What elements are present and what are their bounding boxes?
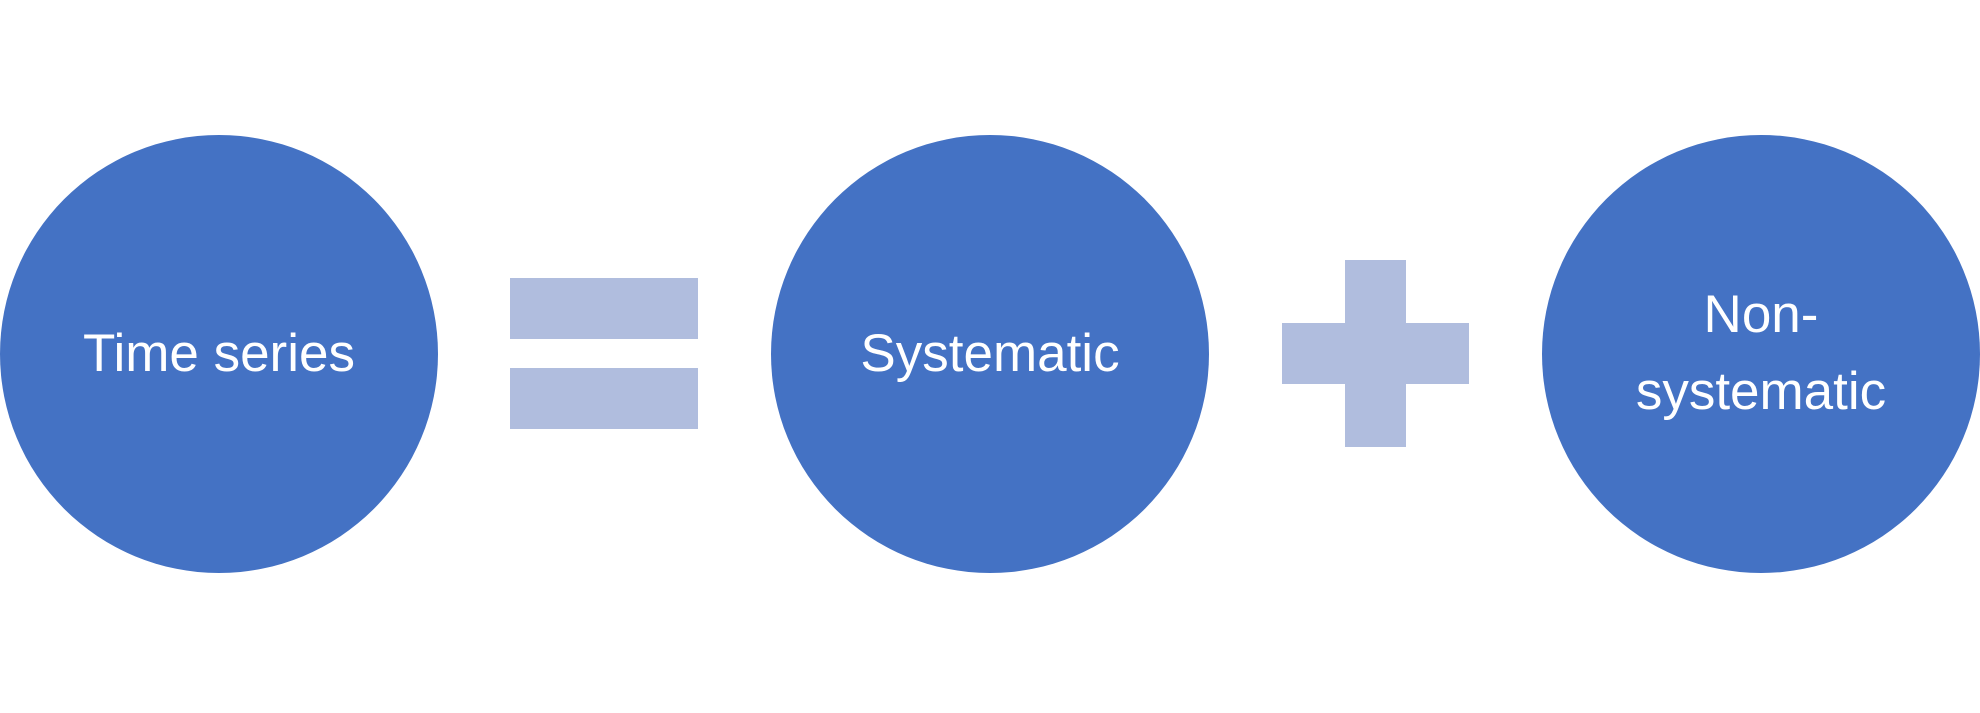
non-systematic-label-line-2: systematic [1635, 362, 1887, 421]
time-series-circle: Time series [0, 135, 438, 573]
systematic-circle: Systematic [771, 135, 1209, 573]
plus-bar-horizontal [1282, 323, 1469, 384]
equals-bar-bottom [510, 368, 698, 429]
non-systematic-label: Non- systematic [1636, 277, 1886, 431]
non-systematic-circle: Non- systematic [1542, 135, 1980, 573]
time-series-label: Time series [83, 323, 355, 383]
non-systematic-label-line-1: Non- [1703, 285, 1819, 345]
equals-bar-top [510, 278, 698, 339]
systematic-label: Systematic [860, 323, 1120, 383]
